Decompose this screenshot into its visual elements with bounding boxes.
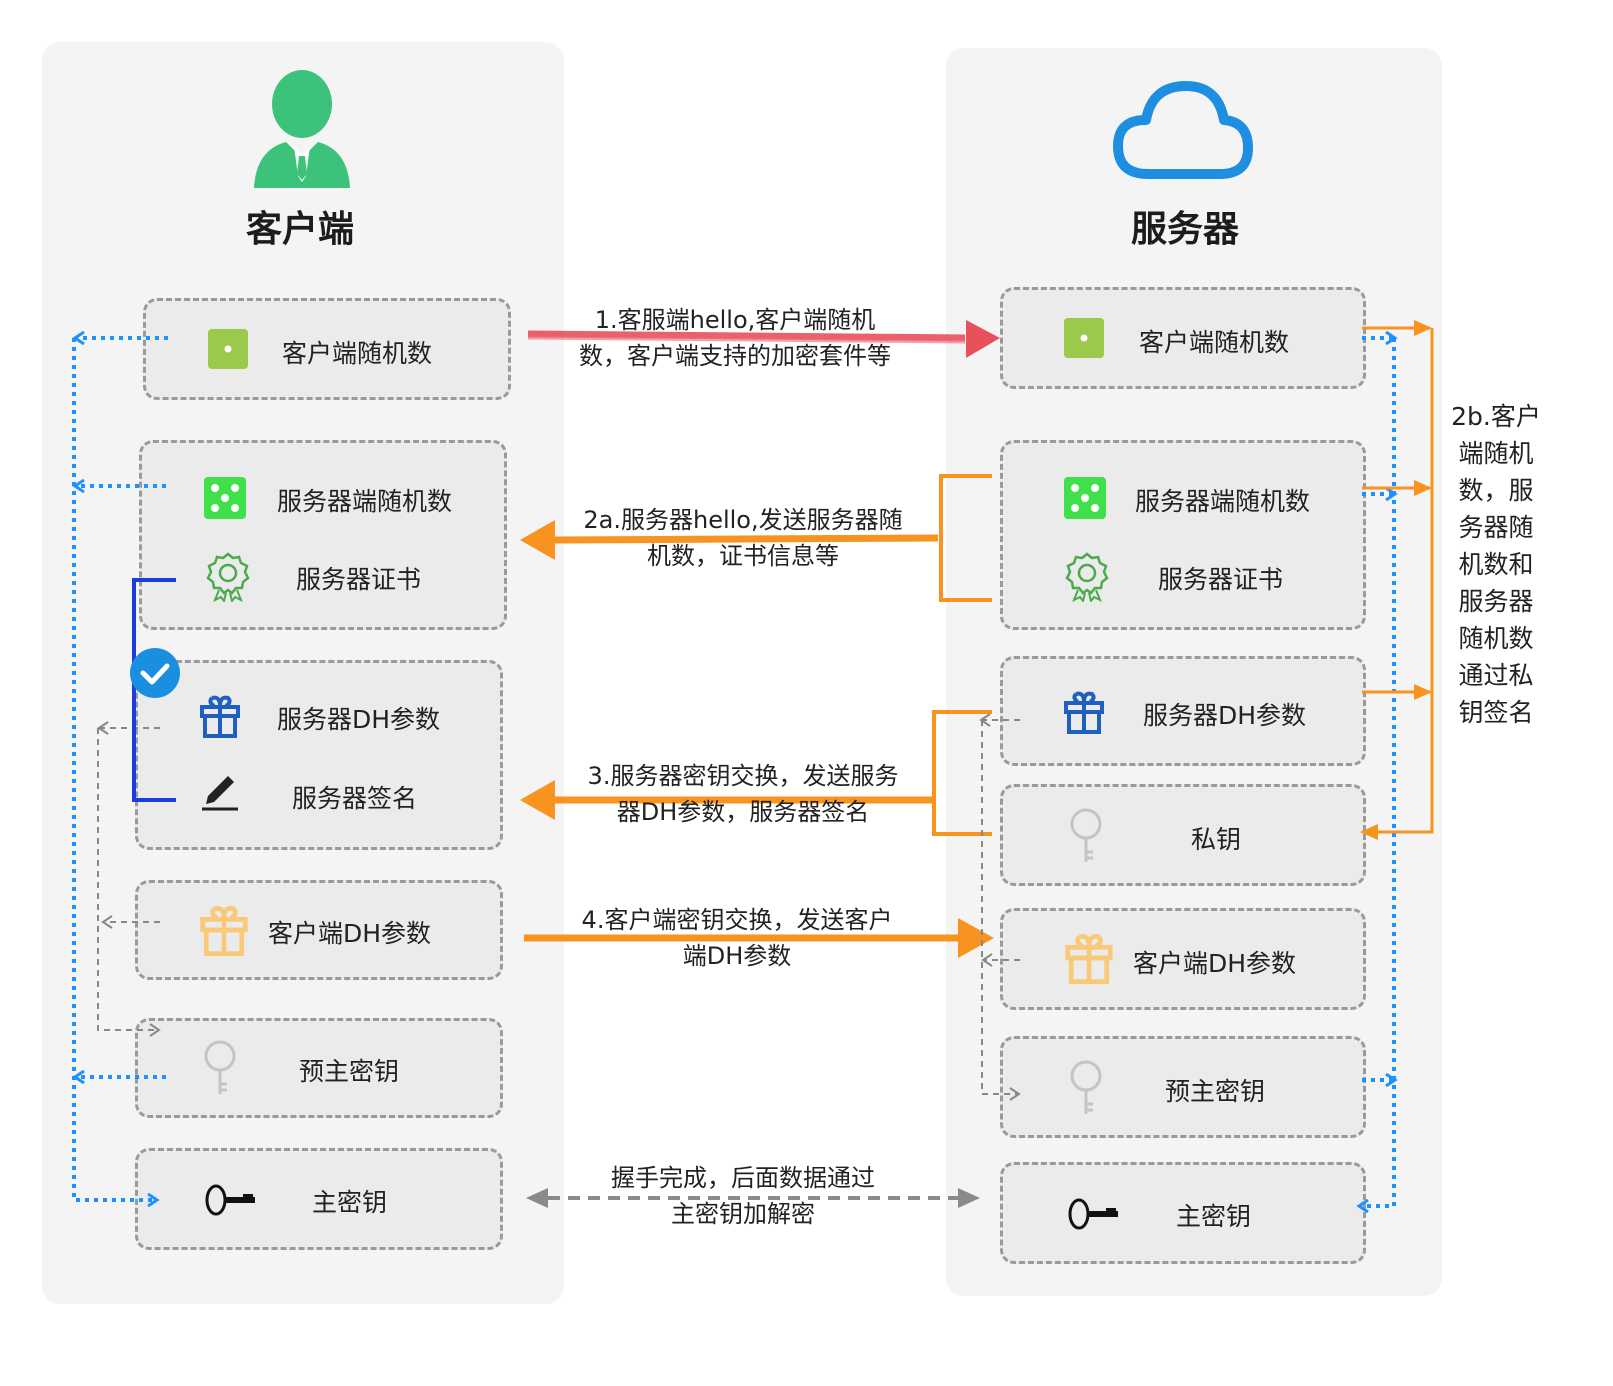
- key-outline-icon: [202, 1040, 238, 1100]
- side-note-line: 通过私: [1458, 661, 1534, 690]
- server-box-master: [1000, 1162, 1366, 1264]
- server-box-client-random: [1000, 287, 1366, 389]
- side-note-line: 2b.客户: [1451, 402, 1541, 431]
- client-server-cert-label: 服务器证书: [296, 565, 422, 594]
- msg-4-line-2: 端DH参数: [682, 942, 792, 970]
- client-box-premaster: [135, 1018, 503, 1118]
- client-master-label: 主密钥: [312, 1188, 388, 1217]
- pen-icon: [200, 772, 240, 816]
- certificate-badge-icon: [1064, 552, 1110, 606]
- client-box-client-dh: [135, 880, 503, 980]
- cloud-icon: [1112, 78, 1254, 186]
- server-box-client-dh: [1000, 908, 1366, 1010]
- server-derive-lines: [1360, 338, 1394, 1206]
- server-box-private-key: [1000, 784, 1366, 886]
- server-server-dh-label: 服务器DH参数: [1143, 701, 1307, 730]
- msg-4-text: 4.客户端密钥交换，发送客户 端DH参数: [542, 902, 932, 974]
- server-premaster-label: 预主密钥: [1165, 1077, 1266, 1106]
- msg-5-line-1: 握手完成，后面数据通过: [611, 1164, 875, 1192]
- server-dh-lines: [979, 713, 1021, 1101]
- server-client-dh-label: 客户端DH参数: [1133, 949, 1297, 978]
- server-server-random-label: 服务器端随机数: [1135, 487, 1311, 516]
- client-client-random-label: 客户端随机数: [282, 339, 433, 368]
- msg-5-line-2: 主密钥加解密: [671, 1200, 815, 1228]
- side-note-line: 数，服: [1458, 476, 1534, 505]
- msg-5-text: 握手完成，后面数据通过 主密钥加解密: [548, 1160, 938, 1232]
- client-derive-lines: [72, 338, 168, 1200]
- gift-yellow-icon: [1065, 932, 1113, 988]
- gift-blue-icon: [1064, 690, 1104, 738]
- client-verify-bracket: [132, 578, 176, 802]
- msg-1-text: 1.客服端hello,客户端随机 数，客户端支持的加密套件等: [540, 302, 930, 374]
- key-outline-icon: [1068, 808, 1104, 868]
- client-server-dh-label: 服务器DH参数: [277, 705, 441, 734]
- client-box-client-random: [143, 298, 511, 400]
- dice-one-icon: [207, 328, 249, 374]
- server-private-key-label: 私钥: [1191, 825, 1242, 854]
- dice-five-icon: [1063, 476, 1107, 524]
- side-note-line: 务器随: [1458, 513, 1534, 542]
- side-note-line: 钥签名: [1458, 698, 1534, 727]
- gift-blue-icon: [200, 694, 240, 742]
- client-server-sig-label: 服务器签名: [292, 784, 418, 813]
- msg-3-line-2: 器DH参数，服务器签名: [616, 798, 870, 826]
- msg-2a-line-2: 机数，证书信息等: [647, 542, 839, 570]
- dice-one-icon: [1063, 317, 1105, 363]
- msg-2a-text: 2a.服务器hello,发送服务器随 机数，证书信息等: [548, 502, 938, 574]
- msg-3-line-1: 3.服务器密钥交换，发送服务: [587, 762, 899, 790]
- msg-1-line-1: 1.客服端hello,客户端随机: [594, 306, 876, 334]
- client-box-master: [135, 1148, 503, 1250]
- side-note-line: 服务器: [1458, 587, 1534, 616]
- dice-five-icon: [203, 476, 247, 524]
- server-client-random-label: 客户端随机数: [1139, 328, 1290, 357]
- side-note-line: 机数和: [1458, 550, 1534, 579]
- gift-yellow-icon: [200, 904, 248, 960]
- client-premaster-label: 预主密钥: [299, 1057, 400, 1086]
- server-sign-bracket: [1360, 320, 1434, 840]
- client-box-server-dh-sig: [135, 660, 503, 850]
- key-outline-icon: [1068, 1060, 1104, 1120]
- server-box-server-dh: [1000, 656, 1366, 766]
- certificate-badge-icon: [205, 552, 251, 606]
- msg-3-text: 3.服务器密钥交换，发送服务 器DH参数，服务器签名: [548, 758, 938, 830]
- server-master-label: 主密钥: [1176, 1202, 1252, 1231]
- check-badge-icon: [128, 646, 182, 704]
- msg-1-line-2: 数，客户端支持的加密套件等: [579, 342, 891, 370]
- msg-2a-line-1: 2a.服务器hello,发送服务器随: [583, 506, 903, 534]
- server-box-premaster: [1000, 1036, 1366, 1138]
- key-black-icon: [1068, 1196, 1120, 1236]
- msg-4-line-1: 4.客户端密钥交换，发送客户: [581, 906, 893, 934]
- client-box-server-random-cert: [139, 440, 507, 630]
- arrow-msg-3: [520, 710, 992, 836]
- arrow-msg-1: [527, 320, 1000, 358]
- client-title: 客户端: [245, 209, 354, 250]
- side-note-text: 2b.客户 端随机 数，服 务器随 机数和 服务器 随机数 通过私 钥签名: [1446, 398, 1546, 731]
- server-server-cert-label: 服务器证书: [1158, 565, 1284, 594]
- side-note-line: 端随机: [1458, 439, 1534, 468]
- server-box-server-random-cert: [1000, 440, 1366, 630]
- side-note-line: 随机数: [1458, 624, 1534, 653]
- arrow-msg-2a: [520, 474, 992, 602]
- arrow-msg-4: [524, 918, 994, 958]
- client-dh-lines: [97, 721, 161, 1037]
- arrow-msg-5: [526, 1188, 980, 1208]
- user-icon: [250, 68, 354, 194]
- key-black-icon: [205, 1182, 257, 1222]
- client-server-random-label: 服务器端随机数: [277, 487, 453, 516]
- client-client-dh-label: 客户端DH参数: [268, 919, 432, 948]
- server-title: 服务器: [1130, 209, 1239, 250]
